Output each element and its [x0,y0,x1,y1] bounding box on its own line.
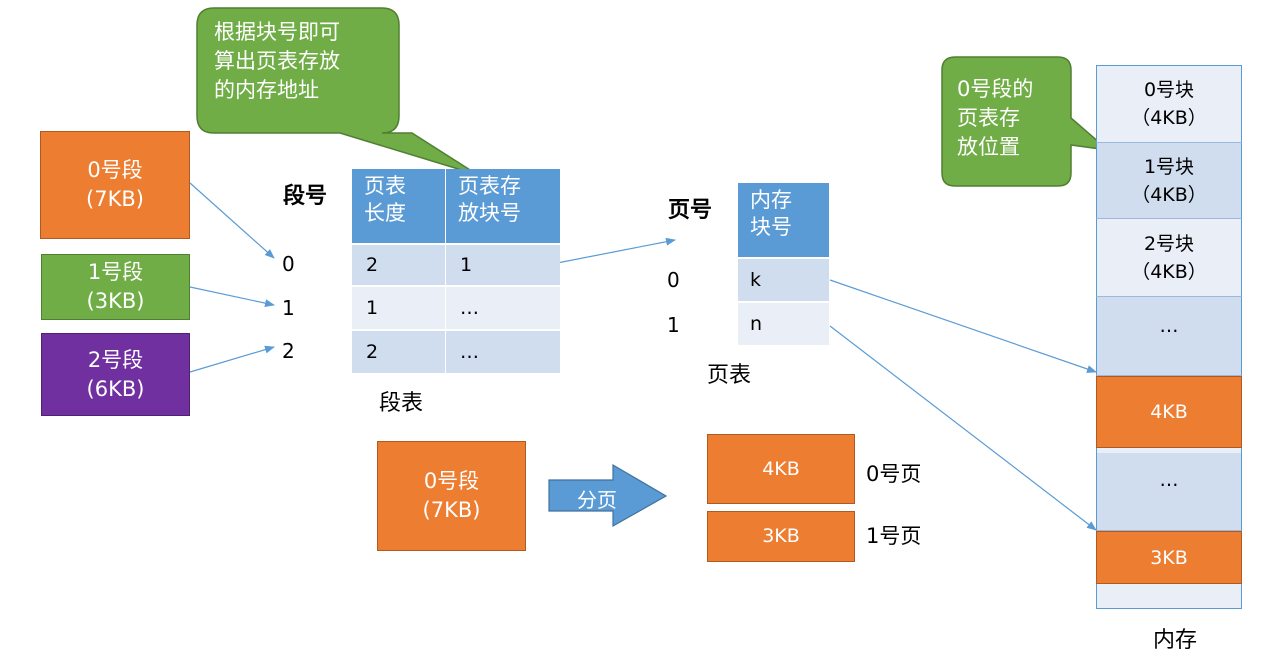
memory-gap-1: … [1096,297,1242,376]
page-no-label: 页号 [668,198,713,223]
memory-page-4kb-text: 4KB [1150,401,1188,423]
pagetable-row1: n [738,303,829,345]
split-arrow-label: 分页 [577,488,617,512]
seg-index-1: 1 [282,296,295,320]
memory-block-1: 1号块 （4KB） [1096,143,1242,219]
segment-1-box: 1号段 (3KB) [41,254,190,320]
segtable-row0-block: 1 [446,245,560,285]
arrow-k-to-memory [829,279,1097,373]
callout-right-line-3: 放位置 [957,135,1020,159]
memory-block-2: 2号块 （4KB） [1096,219,1242,297]
segtable-row2-block: … [446,331,560,373]
segment-2-size: (6KB) [86,376,145,401]
memory-block-2-l2: （4KB） [1131,260,1207,283]
segtable-header-length-l2: 长度 [364,201,406,225]
pagetable-row0: k [738,259,829,301]
memory-block-1-l1: 1号块 [1143,155,1195,178]
callout-top-text: 根据块号即可 算出页表存放 的内存地址 [214,18,394,105]
seg-index-2: 2 [282,339,295,363]
pagetable-caption: 页表 [707,363,752,388]
segtable-header-length-l1: 页表 [364,174,406,198]
arrow-seg0-to-index0 [189,182,275,259]
page-1-size: 3KB [762,525,800,547]
callout-top-line-1: 根据块号即可 [214,20,340,44]
arrow-segtable-to-pagetable [551,237,676,265]
segment-1-size: (3KB) [86,289,145,313]
pagetable-header: 内存 块号 [738,183,829,257]
callout-top-line-2: 算出页表存放 [214,49,340,73]
seg-index-0: 0 [282,252,295,276]
memory-block-0-l2: （4KB） [1131,107,1207,129]
pagetable-header-l1: 内存 [750,188,792,212]
segtable-header-block-l1: 页表存 [458,174,521,198]
memory-page-4kb: 4KB [1096,376,1242,448]
memory-block-2-l1: 2号块 [1143,232,1195,255]
callout-right-text: 0号段的 页表存 放位置 [957,75,1067,162]
segment-2-name: 2号段 [87,347,144,372]
memory-caption: 内存 [1153,628,1198,653]
segtable-caption: 段表 [379,391,424,416]
split-segment-size: (7KB) [422,498,481,522]
callout-top-line-3: 的内存地址 [214,78,319,102]
split-segment-name: 0号段 [423,469,480,493]
memory-block-0-l1: 0号块 [1143,79,1195,101]
seg-no-label: 段号 [283,184,328,209]
segment-0-name: 0号段 [87,158,143,182]
memory-page-3kb: 3KB [1096,531,1242,584]
memory-block-0: 0号块 （4KB） [1096,65,1242,143]
memory-gap-2-text: … [1159,468,1179,491]
memory-page-3kb-text: 3KB [1150,546,1188,569]
page-0-label: 0号页 [866,462,922,486]
segment-2-box: 2号段 (6KB) [41,333,190,416]
callout-right-line-1: 0号段的 [957,77,1034,101]
segtable-header-block-l2: 放块号 [458,201,521,225]
segment-1-name: 1号段 [87,260,144,284]
memory-gap-2: … [1096,453,1242,531]
segment-0-box: 0号段 (7KB) [40,131,190,239]
page-index-0: 0 [667,268,680,292]
page-1-box: 3KB [707,511,855,562]
segtable-row0-length: 2 [352,245,445,285]
segtable-row1-block: … [446,287,560,329]
segtable-row1-length: 1 [352,287,445,329]
arrow-seg2-to-index2 [189,345,275,373]
segtable-header-block: 页表存 放块号 [446,169,560,243]
page-index-1: 1 [667,313,680,337]
page-1-label: 1号页 [866,524,922,548]
segtable-row2-length: 2 [352,331,445,373]
memory-gap-1-text: … [1159,315,1179,337]
pagetable-header-l2: 块号 [750,215,792,239]
arrow-seg1-to-index1 [189,286,275,308]
memory-block-1-l2: （4KB） [1131,183,1207,206]
arrow-n-to-memory [829,325,1097,531]
segtable-header-length: 页表 长度 [352,169,445,243]
segment-0-size: (7KB) [86,187,144,211]
split-segment-box: 0号段 (7KB) [377,441,526,551]
page-0-size: 4KB [762,457,800,480]
page-0-box: 4KB [707,434,855,504]
callout-right-line-2: 页表存 [957,106,1020,130]
